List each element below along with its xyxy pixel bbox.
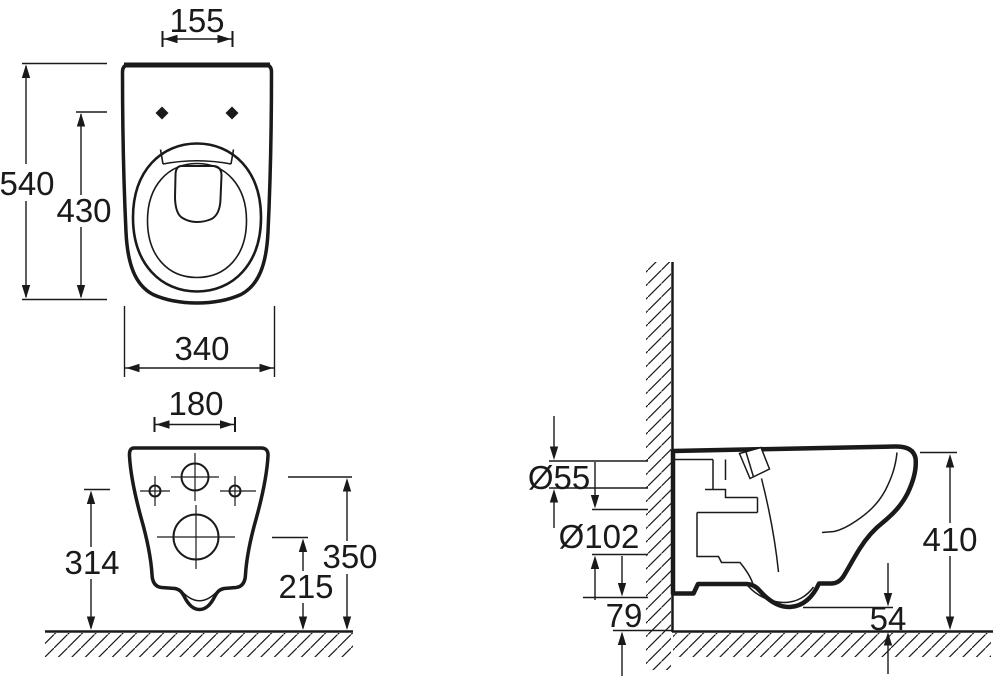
top-view: 155 540 430 340 bbox=[0, 2, 276, 377]
dim-label-outlet-diameter: Ø102 bbox=[559, 518, 640, 555]
dim-label-540: 540 bbox=[0, 165, 55, 202]
bolt-hole-right bbox=[220, 476, 256, 506]
toilet-body-outline bbox=[127, 446, 270, 612]
dim-inlet-height: 350 bbox=[288, 476, 378, 630]
dim-bowl-depth: 430 bbox=[56, 111, 112, 299]
dim-width: 340 bbox=[123, 306, 276, 377]
inlet-hole bbox=[171, 453, 219, 501]
dim-label-155: 155 bbox=[169, 2, 224, 39]
dim-label-79: 79 bbox=[606, 597, 643, 634]
dim-label-314: 314 bbox=[64, 544, 119, 581]
dim-bolt-spacing-front: 180 bbox=[153, 385, 236, 432]
outlet-hole bbox=[157, 505, 235, 569]
bolt-hole-mark bbox=[155, 106, 169, 120]
bowl-inner-line bbox=[747, 585, 815, 604]
flush-channel bbox=[674, 458, 759, 585]
dim-bowl-clearance: 54 bbox=[803, 563, 906, 674]
water-stream-line bbox=[760, 478, 780, 573]
wall-hatching bbox=[646, 262, 671, 670]
dim-label-180: 180 bbox=[168, 385, 223, 422]
seat-hinge-bar bbox=[159, 149, 235, 165]
dim-inlet-diameter: Ø55 bbox=[528, 416, 648, 528]
seat-outer-ring bbox=[131, 142, 263, 293]
bolt-hole-left bbox=[140, 476, 170, 506]
dim-bolt-height: 314 bbox=[64, 488, 120, 630]
floor-hatching bbox=[673, 633, 991, 657]
outlet-boss-line bbox=[180, 589, 219, 602]
flush-spout bbox=[738, 446, 771, 480]
dim-label-410: 410 bbox=[922, 521, 977, 558]
dim-rim-height: 410 bbox=[920, 451, 978, 630]
dim-label-215: 215 bbox=[278, 568, 333, 605]
dim-label-350: 350 bbox=[322, 538, 377, 575]
front-view: 180 314 350 215 bbox=[45, 385, 378, 657]
rim-inner-line bbox=[821, 452, 898, 534]
toilet-body-outline bbox=[120, 62, 274, 305]
toilet-profile-outline bbox=[670, 444, 919, 610]
dim-label-340: 340 bbox=[174, 330, 229, 367]
dim-outlet-base-height: 79 bbox=[583, 556, 673, 676]
dim-outlet-height: 215 bbox=[272, 536, 334, 630]
bowl-opening bbox=[173, 165, 223, 224]
dim-outlet-diameter: Ø102 bbox=[559, 462, 648, 600]
dim-label-54: 54 bbox=[870, 600, 907, 637]
dim-total-depth: 540 bbox=[0, 62, 107, 301]
dim-label-430: 430 bbox=[56, 192, 111, 229]
bolt-hole-mark bbox=[225, 106, 239, 120]
seat-inner-ring bbox=[146, 162, 248, 279]
side-view: Ø55 Ø102 79 410 bbox=[528, 262, 993, 676]
floor-hatching bbox=[45, 633, 353, 657]
dim-label-inlet-diameter: Ø55 bbox=[528, 459, 590, 496]
dim-bolt-spacing-top: 155 bbox=[161, 2, 234, 47]
